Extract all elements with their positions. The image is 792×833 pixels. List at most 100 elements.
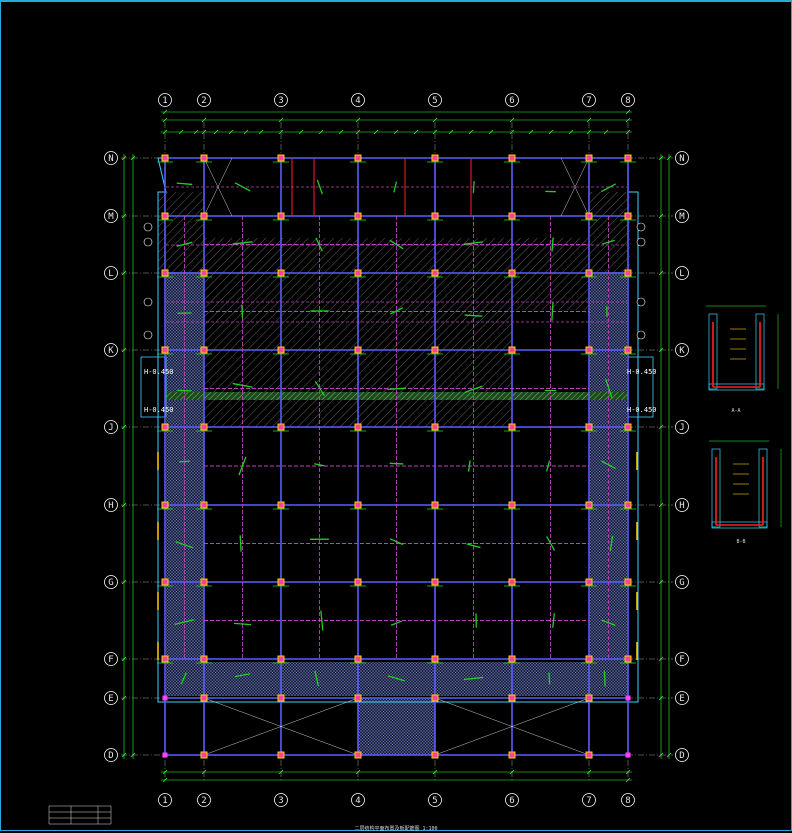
column-0-6 <box>586 155 592 161</box>
minor-bubble-right <box>637 298 645 306</box>
axis-row-right-M-label: M <box>679 212 685 222</box>
level-label-right-upper: H-0.450 <box>627 368 657 376</box>
axis-col-top-1: 1 <box>159 94 172 107</box>
column-0-7 <box>625 155 631 161</box>
axis-col-bottom-6: 6 <box>506 794 519 807</box>
column-0-3 <box>355 155 361 161</box>
column-9-7 <box>626 753 631 758</box>
axis-row-left-G: G <box>105 576 118 589</box>
column-7-1 <box>201 656 207 662</box>
column-3-7 <box>625 347 631 353</box>
axis-row-right-K: K <box>676 344 689 357</box>
axis-col-bottom-3: 3 <box>275 794 288 807</box>
minor-bubble-left <box>144 331 152 339</box>
axis-row-right-G-label: G <box>679 578 684 588</box>
column-7-2 <box>278 656 284 662</box>
column-6-1 <box>201 579 207 585</box>
axis-col-top-6-label: 6 <box>509 96 514 106</box>
column-5-5 <box>509 502 515 508</box>
axis-row-left-F-label: F <box>108 655 113 665</box>
axis-col-bottom-7: 7 <box>583 794 596 807</box>
hatch-layer <box>158 158 630 755</box>
section-aa <box>706 306 778 390</box>
rebar-mark <box>178 390 192 391</box>
column-0-2 <box>278 155 284 161</box>
axis-col-top-8-label: 8 <box>625 96 630 106</box>
rebar-mark <box>469 460 471 471</box>
column-9-3 <box>355 752 361 758</box>
axis-row-left-J: J <box>105 421 118 434</box>
column-5-7 <box>625 502 631 508</box>
column-8-3 <box>355 695 361 701</box>
rebar-mark <box>390 463 404 464</box>
column-5-2 <box>278 502 284 508</box>
axis-col-bottom-1: 1 <box>159 794 172 807</box>
column-6-5 <box>509 579 515 585</box>
column-2-3 <box>355 270 361 276</box>
minor-bubble-right <box>637 223 645 231</box>
column-0-1 <box>201 155 207 161</box>
column-4-7 <box>625 424 631 430</box>
axis-col-top-7: 7 <box>583 94 596 107</box>
axis-col-bottom-8-label: 8 <box>625 796 630 806</box>
column-7-6 <box>586 656 592 662</box>
rebar-mark <box>553 613 555 627</box>
column-4-6 <box>586 424 592 430</box>
column-1-3 <box>355 213 361 219</box>
column-3-1 <box>201 347 207 353</box>
axis-col-bottom-3-label: 3 <box>278 796 283 806</box>
hatch-left-strip <box>166 272 204 692</box>
axis-row-left-M-label: M <box>108 212 114 222</box>
column-5-3 <box>355 502 361 508</box>
axis-col-top-3: 3 <box>275 94 288 107</box>
axis-col-bottom-7-label: 7 <box>586 796 591 806</box>
axis-row-right-H-label: H <box>679 501 684 511</box>
axis-row-left-N-label: N <box>108 154 113 164</box>
column-0-0 <box>162 155 168 161</box>
axis-col-top-2: 2 <box>198 94 211 107</box>
axis-row-right-H: H <box>676 499 689 512</box>
column-8-1 <box>201 695 207 701</box>
column-3-2 <box>278 347 284 353</box>
rebar-mark <box>604 671 605 687</box>
section-bb <box>709 441 781 528</box>
axis-col-top-4: 4 <box>352 94 365 107</box>
axis-row-left-F: F <box>105 653 118 666</box>
axis-col-bottom-2-label: 2 <box>201 796 206 806</box>
minor-bubble-left <box>144 223 152 231</box>
minor-bubble-left <box>144 298 152 306</box>
axis-row-right-G: G <box>676 576 689 589</box>
axis-col-bottom-8: 8 <box>622 794 635 807</box>
minor-bubble-left <box>144 238 152 246</box>
rebar-mark <box>179 461 189 462</box>
axis-row-right-F: F <box>676 653 689 666</box>
column-7-3 <box>355 656 361 662</box>
axis-row-right-J-label: J <box>679 423 684 433</box>
column-6-0 <box>162 579 168 585</box>
axis-col-bottom-1-label: 1 <box>162 796 167 806</box>
column-3-4 <box>432 347 438 353</box>
axis-row-right-K-label: K <box>679 346 685 356</box>
axis-row-left-D-label: D <box>108 751 113 761</box>
column-9-4 <box>432 752 438 758</box>
column-0-5 <box>509 155 515 161</box>
axis-col-top-6: 6 <box>506 94 519 107</box>
minor-bubble-right <box>637 238 645 246</box>
column-8-4 <box>432 695 438 701</box>
column-1-6 <box>586 213 592 219</box>
column-2-6 <box>586 270 592 276</box>
axis-col-top-7-label: 7 <box>586 96 591 106</box>
column-7-7 <box>625 656 631 662</box>
axis-row-right-N-label: N <box>679 154 684 164</box>
axis-row-left-N: N <box>105 152 118 165</box>
column-1-2 <box>278 213 284 219</box>
column-7-4 <box>432 656 438 662</box>
axis-row-left-H-label: H <box>108 501 113 511</box>
axis-col-top-5: 5 <box>429 94 442 107</box>
axis-row-right-M: M <box>676 210 689 223</box>
axis-row-left-E-label: E <box>108 694 113 704</box>
column-7-5 <box>509 656 515 662</box>
column-0-4 <box>432 155 438 161</box>
column-4-0 <box>162 424 168 430</box>
